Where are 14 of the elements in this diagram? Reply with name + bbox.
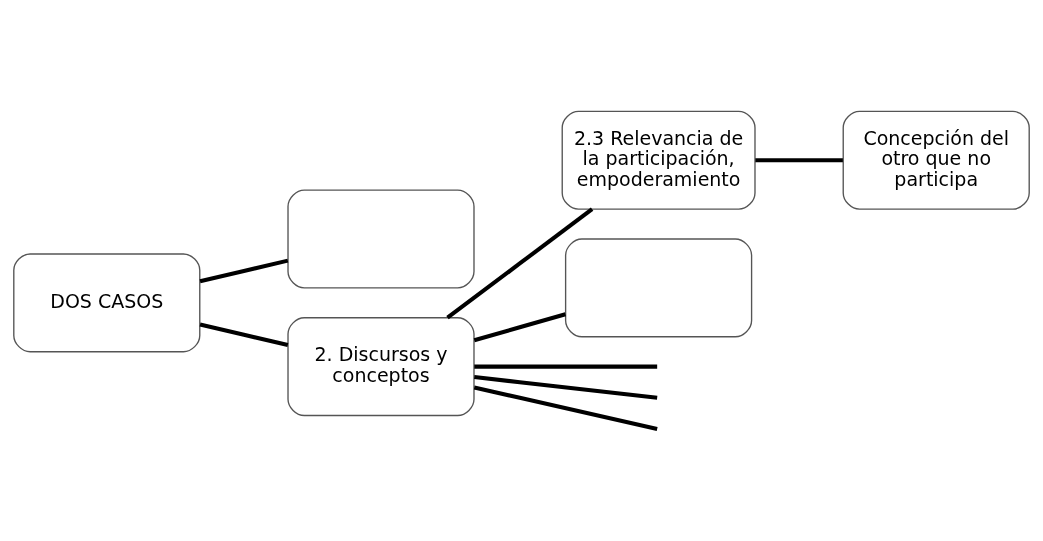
connector — [755, 158, 843, 163]
connector — [474, 364, 658, 369]
connector — [199, 258, 289, 284]
node-box: Concepción del otro que no participa — [842, 110, 1030, 210]
node-box — [287, 189, 475, 289]
node-box: DOS CASOS — [13, 253, 201, 353]
connector — [199, 322, 289, 348]
node-box — [564, 238, 753, 338]
connector — [473, 312, 566, 343]
node-box: 2. Discursos y conceptos — [287, 317, 475, 417]
connector — [446, 207, 594, 320]
node-box: 2.3 Relevancia de la participación, empoderamiento — [561, 110, 756, 210]
connector — [474, 375, 658, 400]
connector — [473, 385, 658, 432]
